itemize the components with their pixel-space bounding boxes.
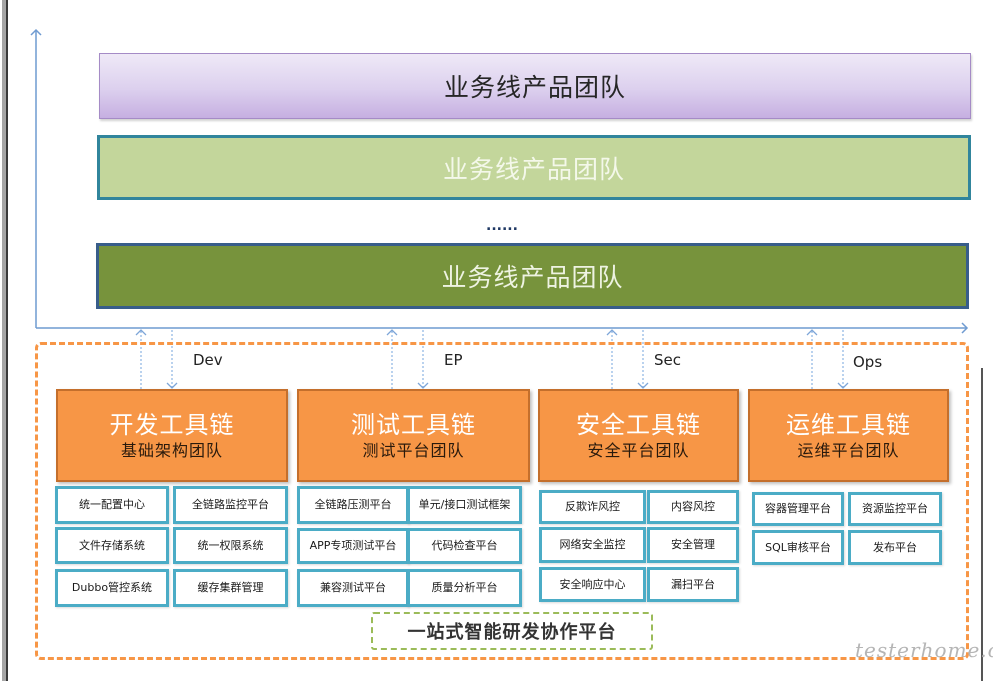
tool-item: 质量分析平台 (407, 569, 522, 607)
platform-label-text: 一站式智能研发协作平台 (407, 622, 617, 643)
toolchain-title: 安全工具链 (576, 410, 701, 439)
product-team-label: 业务线产品团队 (442, 154, 625, 184)
tool-item: 代码检查平台 (407, 528, 522, 564)
product-team-label: 业务线产品团队 (441, 263, 624, 292)
product-team-label: 业务线产品团队 (443, 73, 626, 102)
window-edge-right (981, 368, 983, 681)
tool-item: 统一配置中心 (55, 486, 169, 524)
tool-item: 安全管理 (647, 527, 739, 563)
product-team-bar-1: 业务线产品团队 (99, 53, 971, 119)
toolchain-team: 基础架构团队 (120, 440, 223, 460)
channel-label-dev: Dev (193, 351, 223, 369)
tool-item: 反欺诈风控 (539, 490, 646, 524)
tool-item: 单元/接口测试框架 (407, 486, 522, 524)
toolchain-team: 运维平台团队 (797, 440, 900, 460)
window-edge (2, 0, 8, 681)
tool-item: 兼容测试平台 (297, 569, 409, 607)
toolchain-title: 开发工具链 (109, 410, 235, 439)
tool-item: 内容风控 (647, 490, 739, 524)
toolchain-ep: 测试工具链 测试平台团队 (297, 389, 530, 482)
tool-item: 发布平台 (848, 530, 942, 565)
toolchain-team: 安全平台团队 (587, 440, 690, 460)
platform-frame (35, 342, 969, 660)
tool-item: 全链路压测平台 (297, 486, 409, 524)
toolchain-title: 运维工具链 (786, 410, 911, 439)
tool-item: 漏扫平台 (647, 567, 739, 602)
watermark: testerhome.com (855, 638, 993, 662)
channel-label-ep: EP (444, 351, 463, 369)
tool-item: 全链路监控平台 (173, 486, 288, 524)
tool-item: 网络安全监控 (539, 527, 646, 563)
tool-item: 文件存储系统 (55, 527, 169, 564)
tool-item: 资源监控平台 (848, 492, 942, 526)
product-team-bar-3: 业务线产品团队 (96, 243, 969, 309)
tool-item: 安全响应中心 (539, 567, 646, 602)
toolchain-dev: 开发工具链 基础架构团队 (56, 389, 288, 482)
channel-label-sec: Sec (654, 351, 681, 369)
tool-item: APP专项测试平台 (297, 528, 409, 564)
tool-item: 统一权限系统 (173, 527, 288, 564)
channel-label-ops: Ops (853, 353, 883, 371)
product-team-bar-2: 业务线产品团队 (97, 135, 971, 200)
tool-item: 缓存集群管理 (173, 569, 288, 607)
more-teams-ellipsis: ...... (486, 218, 518, 234)
tool-item: Dubbo管控系统 (55, 569, 169, 607)
platform-label: 一站式智能研发协作平台 (371, 612, 653, 650)
toolchain-sec: 安全工具链 安全平台团队 (538, 389, 739, 482)
tool-item: 容器管理平台 (752, 492, 844, 526)
tool-item: SQL审核平台 (752, 530, 844, 565)
toolchain-team: 测试平台团队 (362, 440, 465, 460)
toolchain-ops: 运维工具链 运维平台团队 (748, 389, 949, 482)
toolchain-title: 测试工具链 (351, 410, 476, 439)
